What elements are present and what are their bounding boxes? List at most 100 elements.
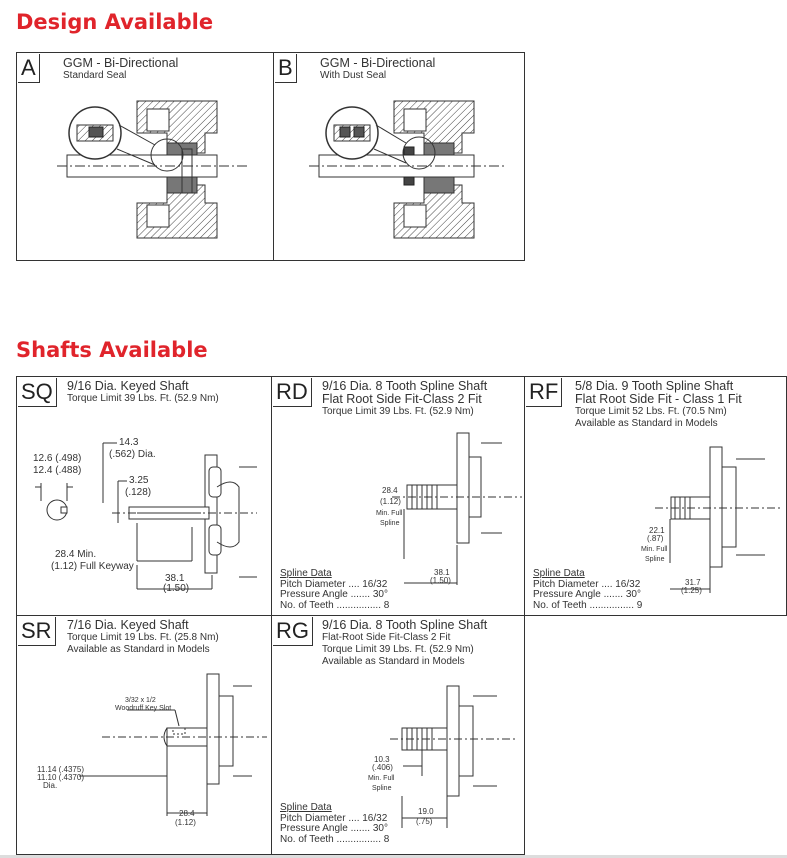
rd-spline-title: Spline Data xyxy=(280,568,332,579)
seal-drawing-a xyxy=(57,100,247,239)
shaft-rf-line4: Available as Standard in Models xyxy=(575,418,718,429)
shaft-cell-rg: RG 9/16 Dia. 8 Tooth Spline Shaft Flat-R… xyxy=(271,615,525,855)
sq-dim-1b: (.562) Dia. xyxy=(109,449,156,460)
rg-dim-a1: 10.3 xyxy=(374,755,390,764)
shaft-drawing-rg: 10.3 (.406) Min. Full Spline 19.0 (.75) xyxy=(368,685,517,828)
shaft-rf-line1: 5/8 Dia. 9 Tooth Spline Shaft xyxy=(575,379,734,393)
sq-dim-5a: 38.1 xyxy=(165,573,185,584)
rf-dim-a4: Spline xyxy=(645,556,665,563)
shaft-sr-line1: 7/16 Dia. Keyed Shaft xyxy=(67,618,189,632)
rg-spline-pitch: Pitch Diameter .... 16/32 xyxy=(280,812,388,824)
shaft-sr-line3: Available as Standard in Models xyxy=(67,644,210,655)
shaft-drawing-sr: 3/32 x 1/2 Woodruff Key Slot 11.14 (.437… xyxy=(37,673,267,827)
sr-dim-l1: 28.4 xyxy=(179,809,195,818)
shaft-rd-header: 9/16 Dia. 8 Tooth Spline Shaft Flat Root… xyxy=(322,380,487,418)
shaft-code-rg: RG xyxy=(273,617,313,646)
shaft-cell-sq: SQ 9/16 Dia. Keyed Shaft Torque Limit 39… xyxy=(16,376,272,616)
shaft-rf-line3: Torque Limit 52 Lbs. Ft. (70.5 Nm) xyxy=(575,406,727,417)
sq-dim-4b: (1.12) Full Keyway xyxy=(51,561,134,572)
shaft-sq-line2: Torque Limit 39 Lbs. Ft. (52.9 Nm) xyxy=(67,393,219,404)
design-b-line1: GGM - Bi-Directional xyxy=(320,56,436,70)
rg-spline-title: Spline Data xyxy=(280,802,332,813)
rd-spline-teeth: No. of Teeth ................ 8 xyxy=(280,599,390,611)
sr-dim-d1: 11.14 (.4375) xyxy=(37,765,84,774)
design-a-line1: GGM - Bi-Directional xyxy=(63,56,179,70)
rg-dim-a4: Spline xyxy=(372,785,392,792)
rf-spline-pressure: Pressure Angle ....... 30° xyxy=(533,589,641,600)
rd-dim-b2: (1.50) xyxy=(430,576,451,585)
rd-dim-a1: 28.4 xyxy=(382,486,398,495)
sq-dim-1a: 14.3 xyxy=(119,437,139,448)
design-cell-a: A GGM - Bi-Directional Standard Seal xyxy=(16,52,274,261)
shaft-code-sq: SQ xyxy=(18,378,57,407)
sq-dim-2b: 12.4 (.488) xyxy=(33,465,81,476)
rd-dim-a3: Min. Full xyxy=(376,510,403,517)
shaft-rg-line1: 9/16 Dia. 8 Tooth Spline Shaft xyxy=(322,618,488,632)
shaft-sr-header: 7/16 Dia. Keyed Shaft Torque Limit 19 Lb… xyxy=(67,619,219,656)
shaft-rd-line2: Flat Root Side Fit-Class 2 Fit xyxy=(322,392,482,406)
sq-dim-2a: 12.6 (.498) xyxy=(33,453,81,464)
rg-spline-pressure: Pressure Angle ....... 30° xyxy=(280,823,388,834)
rf-spline-data: Spline Data Pitch Diameter .... 16/32 Pr… xyxy=(533,568,643,611)
rg-dim-b1: 19.0 xyxy=(418,807,434,816)
design-code-b: B xyxy=(275,54,297,83)
rg-spline-teeth: No. of Teeth ................ 8 xyxy=(280,833,390,845)
rf-spline-teeth: No. of Teeth ................ 9 xyxy=(533,599,643,611)
rd-spline-pressure: Pressure Angle ....... 30° xyxy=(280,589,388,600)
shaft-sq-header: 9/16 Dia. Keyed Shaft Torque Limit 39 Lb… xyxy=(67,380,219,405)
shaft-cell-rf: RF 5/8 Dia. 9 Tooth Spline Shaft Flat Ro… xyxy=(524,376,787,616)
sq-dim-5b: (1.50) xyxy=(163,583,189,594)
design-cell-b: B GGM - Bi-Directional With Dust Seal xyxy=(273,52,525,261)
rf-spline-title: Spline Data xyxy=(533,568,585,579)
rd-dim-b1: 38.1 xyxy=(434,568,450,577)
shaft-drawing-rd: 28.4 (1.12) Min. Full Spline 38.1 (1.50) xyxy=(376,432,522,585)
shaft-sr-line2: Torque Limit 19 Lbs. Ft. (25.8 Nm) xyxy=(67,632,219,643)
sr-dim-d2: 11.10 (.4370) xyxy=(37,773,84,782)
rd-dim-a4: Spline xyxy=(380,520,400,527)
design-code-a: A xyxy=(18,54,40,83)
rg-dim-b2: (.75) xyxy=(416,817,433,826)
sr-dim-k2: Woodruff Key Slot xyxy=(115,705,171,712)
sq-dim-3b: (.128) xyxy=(125,487,151,498)
rg-dim-a2: (.406) xyxy=(372,763,393,772)
sr-dim-d3: Dia. xyxy=(43,781,57,790)
design-b-header: GGM - Bi-Directional With Dust Seal xyxy=(320,57,435,82)
sr-dim-k1: 3/32 x 1/2 xyxy=(125,697,156,704)
shaft-code-rf: RF xyxy=(526,378,563,407)
shaft-rg-line3: Torque Limit 39 Lbs. Ft. (52.9 Nm) xyxy=(322,644,474,655)
rg-spline-data: Spline Data Pitch Diameter .... 16/32 Pr… xyxy=(280,802,390,845)
shaft-rd-line3: Torque Limit 39 Lbs. Ft. (52.9 Nm) xyxy=(322,406,474,417)
shafts-available-title: Shafts Available xyxy=(16,338,208,362)
sr-dim-l2: (1.12) xyxy=(175,818,196,827)
shaft-cell-rd: RD 9/16 Dia. 8 Tooth Spline Shaft Flat R… xyxy=(271,376,525,616)
sq-dim-3a: 3.25 xyxy=(129,475,149,486)
rf-dim-a2: (.87) xyxy=(647,534,664,543)
shaft-cell-sr: SR 7/16 Dia. Keyed Shaft Torque Limit 19… xyxy=(16,615,272,855)
seal-drawing-b xyxy=(309,100,504,239)
shaft-rg-header: 9/16 Dia. 8 Tooth Spline Shaft Flat-Root… xyxy=(322,619,487,668)
rf-spline-pitch: Pitch Diameter .... 16/32 xyxy=(533,578,641,590)
rf-dim-a1: 22.1 xyxy=(649,526,665,535)
design-a-header: GGM - Bi-Directional Standard Seal xyxy=(63,57,178,82)
design-b-line2: With Dust Seal xyxy=(320,70,387,81)
shaft-rg-line2: Flat-Root Side Fit-Class 2 Fit xyxy=(322,632,451,643)
shaft-rf-line2: Flat Root Side Fit - Class 1 Fit xyxy=(575,392,742,406)
shaft-rd-line1: 9/16 Dia. 8 Tooth Spline Shaft xyxy=(322,379,488,393)
rf-dim-b1: 31.7 xyxy=(685,578,701,587)
shaft-rf-header: 5/8 Dia. 9 Tooth Spline Shaft Flat Root … xyxy=(575,380,742,430)
shaft-sq-line1: 9/16 Dia. Keyed Shaft xyxy=(67,379,189,393)
design-a-line2: Standard Seal xyxy=(63,70,127,81)
shaft-rg-line4: Available as Standard in Models xyxy=(322,656,465,667)
rf-dim-b2: (1.25) xyxy=(681,586,702,595)
page-bottom-bar xyxy=(0,855,787,858)
shaft-code-rd: RD xyxy=(273,378,312,407)
shaft-drawing-rf: 22.1 (.87) Min. Full Spline 31.7 (1.25) xyxy=(641,446,783,595)
rd-dim-a2: (1.12) xyxy=(380,497,401,506)
rg-dim-a3: Min. Full xyxy=(368,775,395,782)
rd-spline-pitch: Pitch Diameter .... 16/32 xyxy=(280,578,388,590)
shaft-drawing-sq: 14.3 (.562) Dia. 12.6 (.498) 12.4 (.488)… xyxy=(33,437,257,594)
rd-spline-data: Spline Data Pitch Diameter .... 16/32 Pr… xyxy=(280,568,390,611)
sq-dim-4a: 28.4 Min. xyxy=(55,549,96,560)
rf-dim-a3: Min. Full xyxy=(641,546,668,553)
design-available-title: Design Available xyxy=(16,10,214,34)
